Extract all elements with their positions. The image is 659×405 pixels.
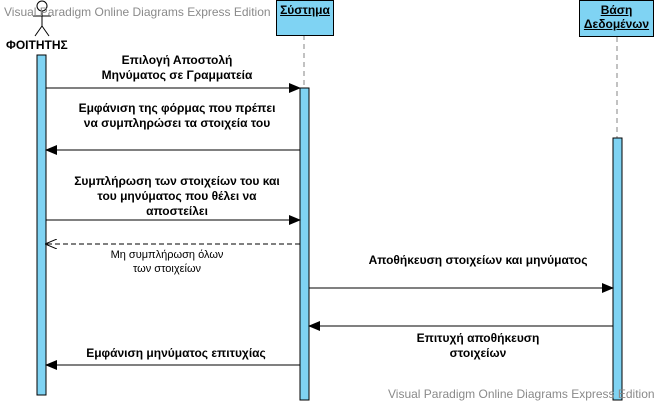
system-lifeline-label: Σύστημα	[280, 3, 330, 17]
message-label-2: Εμφάνιση της φόρμας που πρέπει να συμπλη…	[78, 101, 276, 130]
message-label-4: Μη συμπλήρωση όλων των στοιχείων	[110, 249, 224, 275]
message-label-7: Εμφάνιση μηνύματος επιτυχίας	[86, 346, 266, 360]
system-lifeline-head: Σύστημα	[276, 0, 334, 36]
watermark-bottom: Visual Paradigm Online Diagrams Express …	[388, 387, 655, 401]
message-label-1: Επιλογή Αποστολή Μηνύματος σε Γραμματεία	[101, 53, 253, 82]
message-label-6: Επιτυχή αποθήκευση στοιχείων	[416, 331, 540, 360]
actor-label: ΦΟΙΤΗΤΗΣ	[6, 38, 68, 52]
database-activation-bar	[612, 137, 623, 401]
database-lifeline-head: Βάση Δεδομένων	[579, 0, 654, 37]
database-label-line2: Δεδομένων	[583, 17, 650, 31]
system-activation-bar	[299, 87, 310, 401]
message-label-3: Συμπλήρωση των στοιχείων του και του μην…	[74, 174, 280, 218]
message-label-5: Αποθήκευση στοιχείων και μηνύματος	[368, 253, 588, 267]
actor-figure-icon	[33, 0, 51, 37]
watermark-top: Visual Paradigm Online Diagrams Express …	[4, 5, 271, 19]
actor-activation-bar	[36, 54, 47, 396]
database-label-line1: Βάση	[600, 3, 633, 17]
